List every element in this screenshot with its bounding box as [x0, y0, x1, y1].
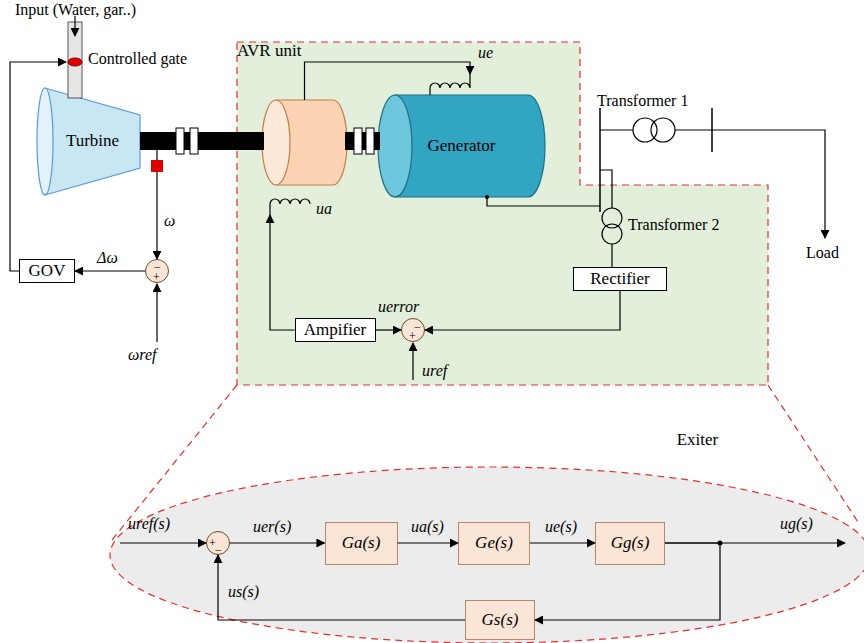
node-label: Gs(s)	[482, 611, 519, 630]
wire	[600, 129, 633, 130]
node-label: Ga(s)	[342, 534, 381, 553]
node-label: Gg(s)	[611, 534, 650, 553]
summing-junction: −+	[401, 318, 425, 342]
turbine-face	[37, 88, 53, 195]
signal-connector	[75, 270, 145, 271]
zoom-line	[112, 385, 237, 540]
transformer-winding	[633, 118, 657, 142]
part-name: Transformer 2	[628, 216, 719, 234]
region-title: AVR unit	[237, 42, 301, 61]
node-label: Rectifier	[590, 270, 649, 289]
zoom-ellipse	[110, 467, 864, 643]
exciter-shape	[262, 100, 347, 215]
signal-name: uref	[422, 362, 447, 380]
signal-name: uerror	[378, 298, 419, 316]
coupling	[354, 128, 362, 154]
field-coil	[430, 74, 470, 95]
generator-cylinder: Generator	[378, 74, 545, 197]
gate-label: Controlled gate	[88, 50, 187, 68]
turbine-body	[45, 88, 140, 195]
node-label: Exiter	[677, 431, 719, 450]
wire	[675, 129, 712, 130]
input-arrow	[120, 542, 206, 543]
load-wire	[712, 130, 825, 238]
transformer-winding	[651, 118, 675, 142]
zoom-line	[768, 385, 858, 522]
transformer-winding	[602, 224, 622, 244]
coupling	[366, 128, 374, 154]
signal-connector	[218, 555, 465, 620]
speed-sensor	[151, 160, 163, 172]
shaft	[140, 132, 264, 150]
node-label: GOV	[29, 262, 66, 281]
input-arrow	[74, 16, 75, 36]
cylinder-face	[262, 100, 290, 185]
signal-connector	[530, 542, 595, 543]
signal-connector	[270, 215, 295, 330]
reference-arrow	[156, 284, 157, 342]
controlled-gate	[68, 58, 82, 66]
generator-body	[395, 95, 545, 197]
signal-name: uer(s)	[253, 518, 291, 536]
transfer-block: Ge(s)	[458, 522, 530, 565]
transformer-winding	[602, 208, 622, 228]
input-label: Input (Water, gar..)	[15, 1, 136, 19]
speed-sensor-lead	[156, 150, 157, 195]
signal-connector	[230, 542, 325, 543]
signal-connector	[398, 542, 459, 543]
bus-bar	[599, 108, 601, 212]
signal-name: ua	[316, 200, 332, 218]
coupling	[190, 128, 198, 154]
summing-junction: +−	[206, 531, 230, 555]
part-name: Transformer 1	[597, 92, 688, 110]
signal-name: ωref	[128, 346, 156, 364]
wire	[611, 244, 612, 267]
signal-name: ue	[478, 44, 493, 62]
transfer-block: Ga(s)	[325, 522, 398, 565]
signal-name: ug(s)	[780, 515, 813, 533]
node-label: Ge(s)	[475, 534, 513, 553]
governor-box: GOV	[19, 259, 75, 283]
governor-wire	[10, 62, 66, 271]
cylinder-face	[378, 95, 412, 197]
signal-name: ω	[164, 212, 175, 230]
amplifier-box: Ampifier	[295, 318, 376, 342]
avr-region-shape	[237, 42, 768, 385]
summing-junction: −+	[145, 259, 169, 283]
node-label: Ampifier	[304, 321, 366, 340]
part-name: Load	[806, 244, 839, 262]
node-label: Generator	[428, 137, 496, 156]
generator-shape	[378, 74, 545, 197]
rectifier-box: Rectifier	[573, 267, 667, 291]
signal-connector	[535, 543, 720, 620]
generator-wire	[487, 197, 600, 206]
coupling	[176, 128, 184, 154]
transfer-block: Gg(s)	[595, 522, 665, 565]
signal-connector	[376, 329, 402, 330]
signal-name: ua(s)	[411, 518, 444, 536]
terminal	[485, 195, 489, 199]
exciter-coil	[270, 199, 310, 215]
signal-name: Δω	[97, 249, 118, 267]
signal-connector	[305, 62, 471, 100]
reference-arrow	[412, 343, 413, 380]
exciter-cylinder: Exiter	[262, 100, 347, 215]
signal-name: ue(s)	[545, 518, 577, 536]
signal-connector	[156, 195, 157, 259]
sign: +	[153, 271, 160, 283]
transfer-block: Gs(s)	[465, 600, 535, 640]
sign: −	[215, 544, 222, 556]
wire	[600, 170, 612, 208]
signal-name: us(s)	[228, 583, 259, 601]
signal-name: uref(s)	[128, 515, 170, 533]
signal-connector	[425, 291, 620, 330]
node-label: Turbine	[66, 132, 119, 151]
sign: +	[209, 537, 216, 549]
sign: +	[409, 330, 416, 342]
